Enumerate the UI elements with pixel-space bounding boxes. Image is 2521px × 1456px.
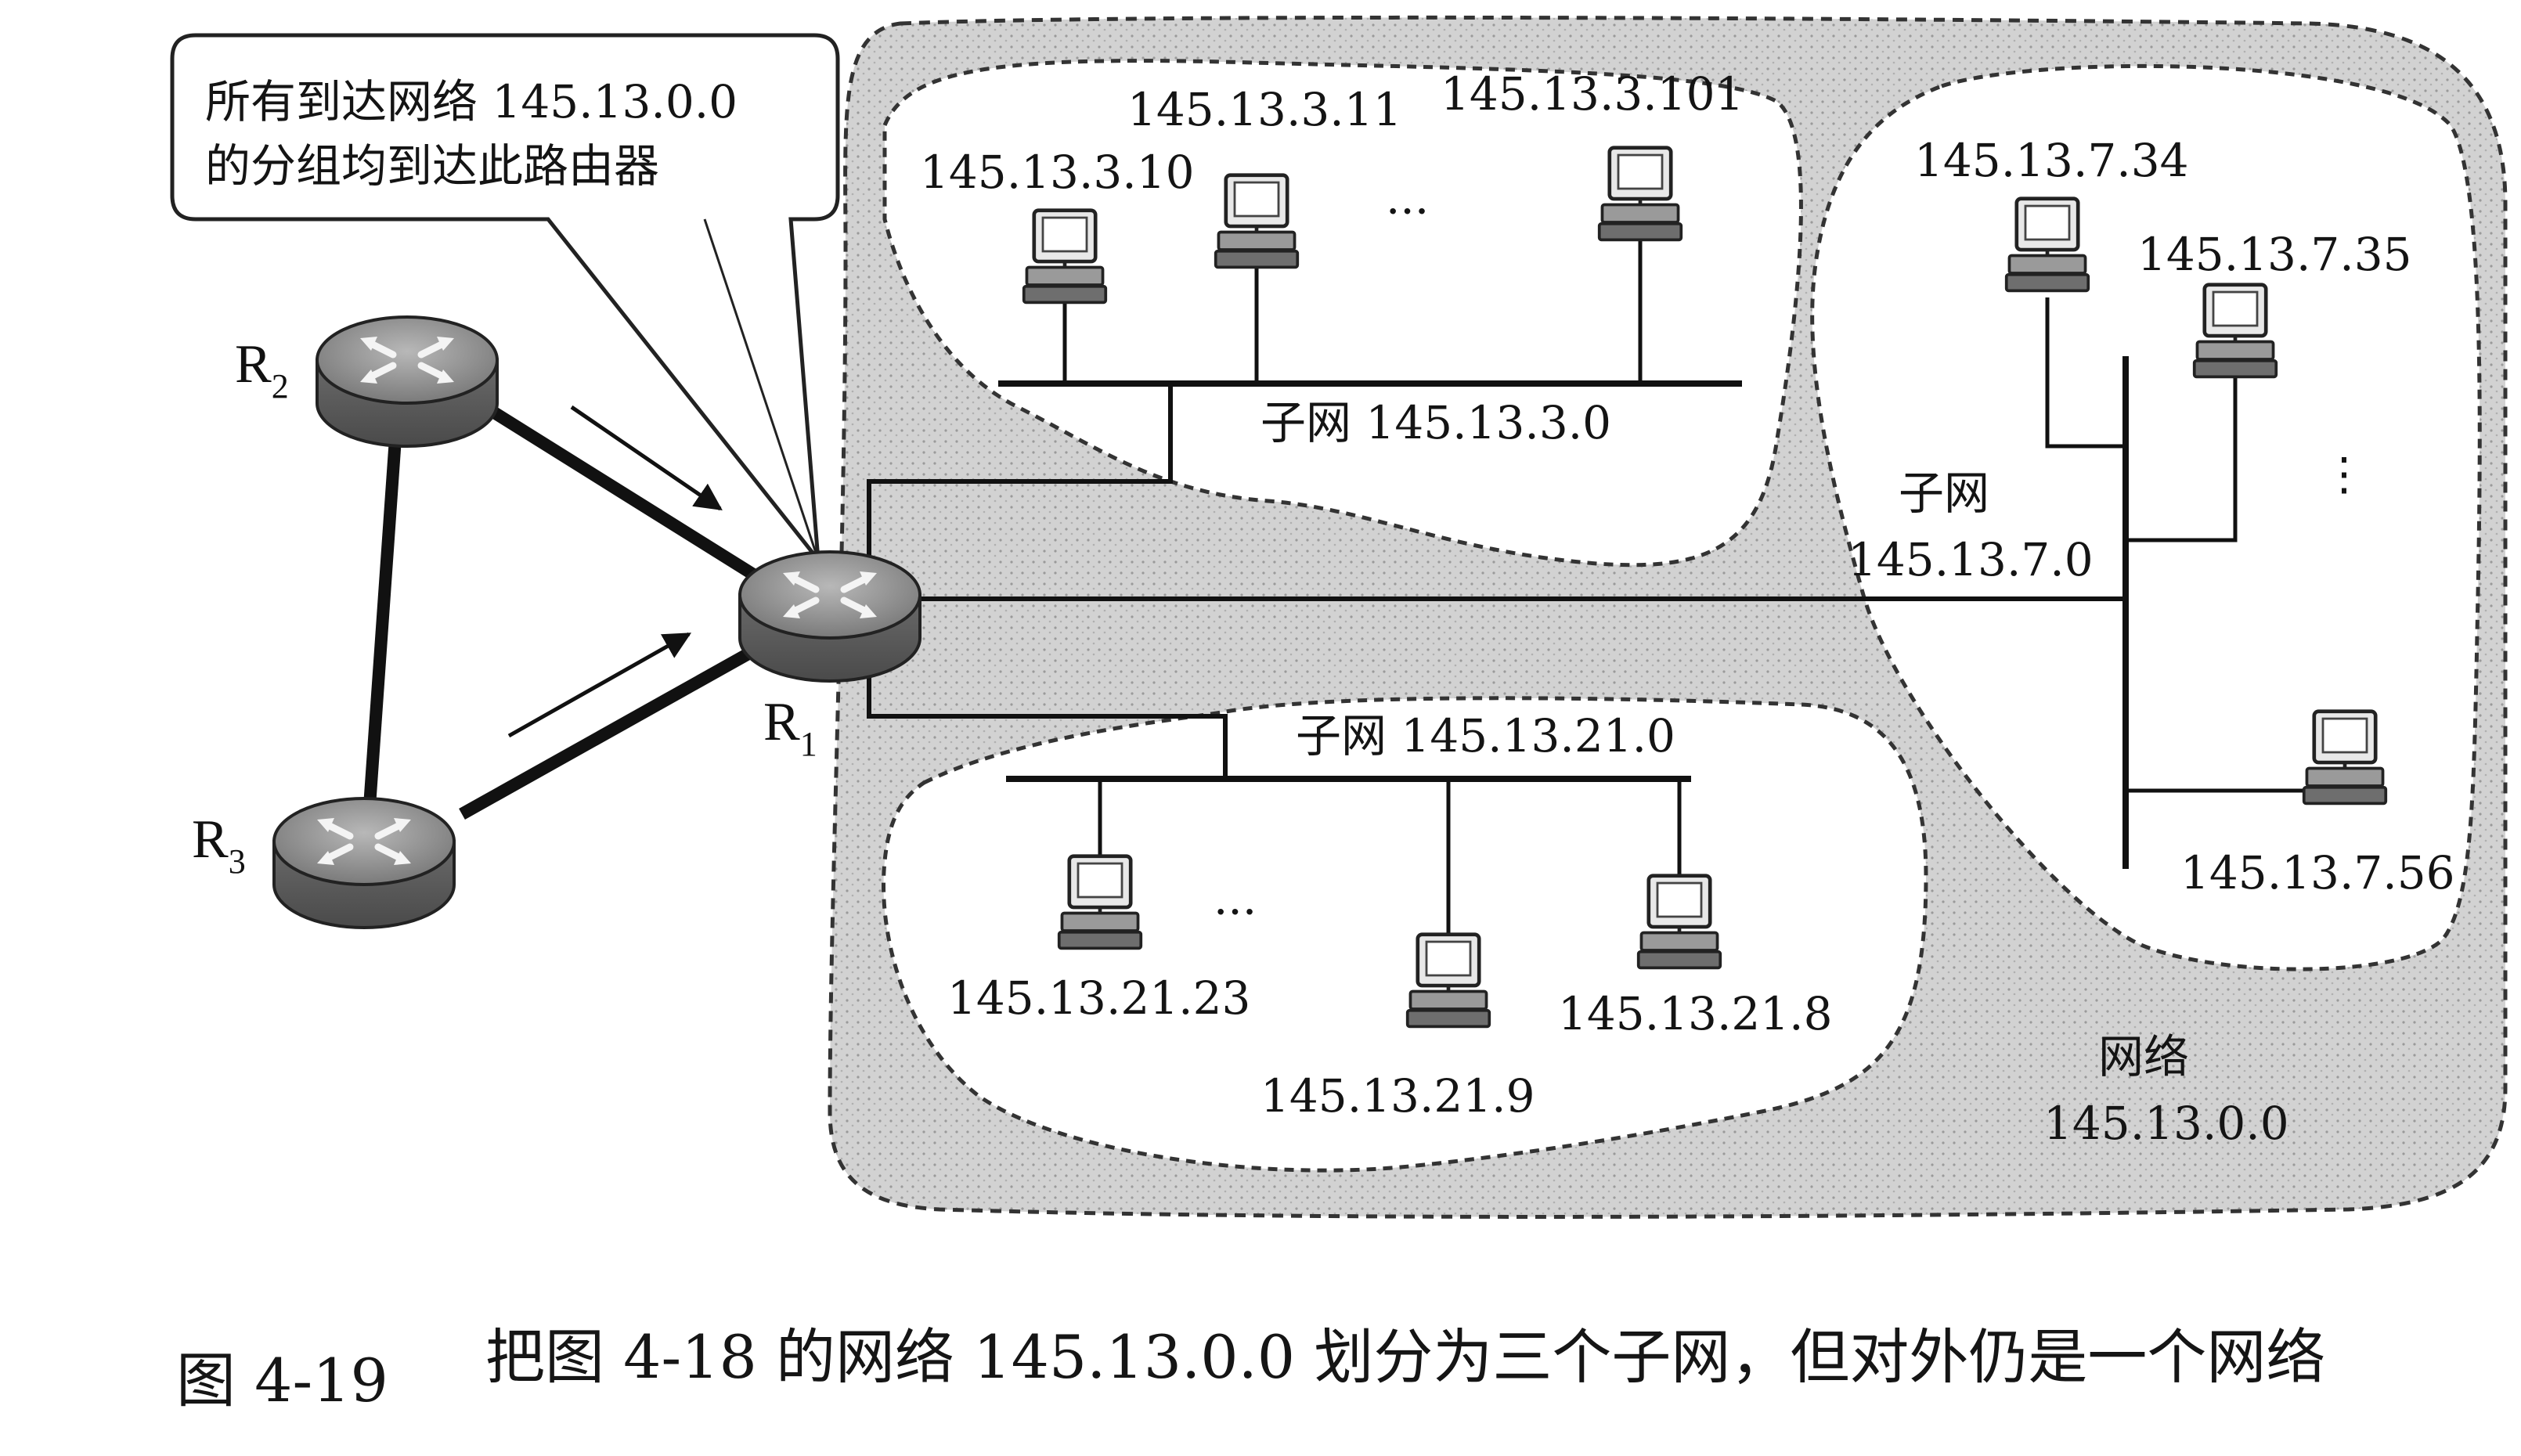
router-r1-icon [740, 552, 920, 681]
link-r3-r1 [459, 644, 759, 820]
host-computer-icon [1639, 876, 1721, 968]
host-computer-icon [1059, 856, 1141, 949]
host-145-13-7-35: 145.13.7.35 [2137, 228, 2412, 281]
router-r1-label: R1 [763, 692, 817, 763]
subnet-7-ellipsis: ⋮ [2321, 447, 2367, 500]
host-145-13-21-23: 145.13.21.23 [947, 971, 1250, 1025]
subnet-7-drops [2045, 297, 2329, 793]
host-145-13-21-9: 145.13.21.9 [1260, 1069, 1535, 1123]
router-r3-icon [274, 798, 454, 928]
callout: 所有到达网络 145.13.0.0 的分组均到达此路由器 [170, 33, 840, 566]
host-145-13-21-8: 145.13.21.8 [1558, 987, 1833, 1040]
r1-wiring [867, 384, 2126, 779]
subnet-3-label: 子网 145.13.3.0 [1260, 396, 1611, 449]
link-r2-r3 [363, 438, 402, 807]
figure-number: 图 4-19 [176, 1346, 388, 1415]
arrow-from-r3 [507, 632, 692, 738]
host-145-13-3-101: 145.13.3.101 [1441, 67, 1744, 121]
subnet-21-drops [1098, 779, 1682, 943]
host-145-13-3-11: 145.13.3.11 [1127, 83, 1402, 136]
router-r3-label: R3 [192, 809, 246, 881]
callout-line-2: 的分组均到达此路由器 [205, 139, 659, 193]
subnet-21-label: 子网 145.13.21.0 [1296, 709, 1675, 762]
host-computer-icon [1408, 935, 1490, 1027]
host-145-13-7-34: 145.13.7.34 [1914, 134, 2189, 187]
host-computer-icon [1600, 148, 1682, 240]
arrow-from-r2 [570, 405, 723, 511]
subnet-3-region [882, 59, 1803, 568]
network-label-line-1: 网络 [2098, 1030, 2189, 1083]
link-r2-r1 [481, 402, 771, 589]
host-145-13-7-56: 145.13.7.56 [2180, 846, 2455, 899]
host-computer-icon [1216, 175, 1298, 268]
router-r2-icon [317, 317, 497, 446]
callout-line-1: 所有到达网络 145.13.0.0 [205, 75, 738, 128]
figure-caption: 把图 4-18 的网络 145.13.0.0 划分为三个子网，但对外仍是一个网络 [485, 1322, 2325, 1392]
host-computer-icon [2195, 285, 2277, 377]
host-computer-icon [2304, 712, 2386, 804]
subnet-7-label-line-1: 子网 [1899, 467, 1989, 520]
subnet-21-region [882, 696, 1928, 1173]
subnet-21-ellipsis: ··· [1214, 885, 1257, 939]
host-computer-icon [1024, 211, 1106, 303]
subnet-3-drops [1062, 235, 1643, 384]
subnet-3-ellipsis: ··· [1386, 185, 1429, 238]
host-145-13-3-10: 145.13.3.10 [920, 146, 1195, 199]
subnet-7-label-line-2: 145.13.7.0 [1848, 533, 2094, 586]
host-computer-icon [2007, 199, 2089, 291]
network-label-line-2: 145.13.0.0 [2043, 1097, 2289, 1150]
router-r2-label: R2 [235, 334, 289, 405]
